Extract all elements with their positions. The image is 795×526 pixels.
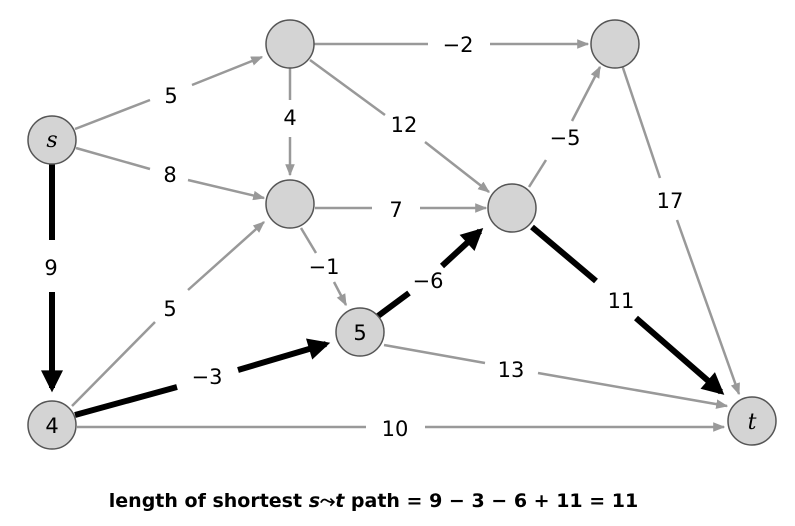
path-edge-d-t <box>530 224 725 395</box>
edge-weight-f-t: 10 <box>382 417 409 441</box>
node-t <box>727 396 777 446</box>
path-edge-f-e <box>74 338 331 418</box>
edge-f-c <box>71 221 265 407</box>
node-e <box>335 307 385 357</box>
node-b <box>590 19 640 69</box>
edge-c-e <box>299 227 348 307</box>
edge-weight-s-c: 8 <box>163 163 176 187</box>
edge-weight-d-t: 11 <box>608 289 635 313</box>
edge-s-a <box>74 55 264 131</box>
caption-prefix: length of shortest <box>108 490 309 512</box>
edge-weight-s-a: 5 <box>164 84 177 108</box>
edge-weight-a-c: 4 <box>283 106 296 130</box>
node-s <box>27 115 77 165</box>
node-e-label: 5 <box>353 321 366 345</box>
edge-weight-b-t: 17 <box>657 189 684 213</box>
edge-a-d <box>309 58 490 193</box>
path-edge-e-d <box>376 228 484 319</box>
edge-e-t <box>383 343 729 409</box>
node-d <box>487 183 537 233</box>
caption-t: t <box>335 490 345 512</box>
caption-squiggle-icon: ⤳ <box>320 490 336 512</box>
edge-weight-a-d: 12 <box>391 113 418 137</box>
node-c <box>265 179 315 229</box>
node-s-label: s <box>46 128 57 153</box>
edge-weight-s-f: 9 <box>44 256 57 280</box>
shortest-path-graph: 5 8 9 −2 4 12 7 −1 5 −3 10 −6 13 −5 11 1… <box>27 19 777 450</box>
edge-weight-c-e: −1 <box>309 255 340 279</box>
edge-weight-e-d: −6 <box>413 269 444 293</box>
edge-weight-c-d: 7 <box>389 198 402 222</box>
node-f-label: 4 <box>45 414 58 438</box>
edge-d-b <box>527 65 602 188</box>
edge-weight-d-b: −5 <box>550 126 581 150</box>
edge-weight-f-c: 5 <box>163 297 176 321</box>
node-f <box>27 400 77 450</box>
caption-s: s <box>308 490 320 512</box>
shortest-path-caption: length of shortest s⤳t path = 9 − 3 − 6 … <box>0 490 747 512</box>
edge-weight-f-e: −3 <box>192 365 223 389</box>
caption-suffix: path = 9 − 3 − 6 + 11 = 11 <box>344 490 639 512</box>
edge-b-t <box>620 64 741 396</box>
edge-s-c <box>75 146 266 201</box>
node-a <box>265 19 315 69</box>
edge-weight-a-b: −2 <box>443 33 474 57</box>
node-t-label: t <box>748 410 757 435</box>
edge-weight-e-t: 13 <box>498 358 525 382</box>
